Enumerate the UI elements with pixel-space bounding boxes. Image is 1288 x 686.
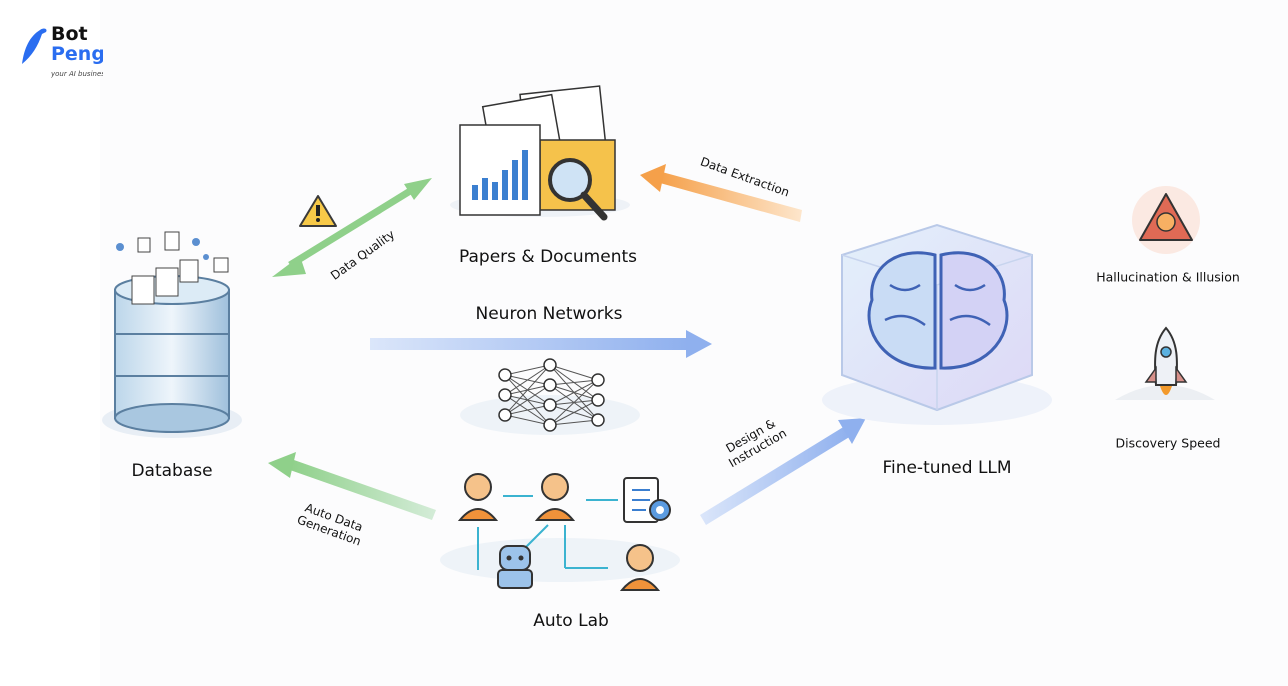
checklist-gear-icon <box>623 477 671 523</box>
person-icon <box>534 473 576 521</box>
arrow-design-instruction <box>700 418 866 525</box>
node-label-database: Database <box>131 461 213 481</box>
arrow-auto-data-generation <box>268 452 436 520</box>
node-label-neuron-networks: Neuron Networks <box>475 304 623 324</box>
documents-icon <box>450 85 630 221</box>
nn-node <box>543 358 557 372</box>
nn-edge <box>504 384 551 416</box>
nn-node <box>543 398 557 412</box>
outcome-label-hallucination: Hallucination & Illusion <box>1096 269 1240 285</box>
warning-icon <box>299 195 337 227</box>
nn-node <box>591 393 605 407</box>
database-icon <box>102 231 242 438</box>
nn-edge <box>549 399 599 426</box>
botpenguin-logo: Bot Peng your AI busines <box>18 24 103 78</box>
nn-edge <box>504 404 551 416</box>
nn-node <box>498 408 512 422</box>
hallucination-warning-icon <box>1132 186 1200 254</box>
logo-text-brand: Peng <box>51 44 103 64</box>
nn-node <box>498 388 512 402</box>
logo-text: Bot <box>51 23 88 45</box>
nn-edge <box>549 364 599 381</box>
nn-node <box>498 368 512 382</box>
nn-edge <box>549 379 599 386</box>
logo-tagline: your AI busines <box>51 70 103 78</box>
magnifier-icon <box>548 158 608 221</box>
arrow-data-extraction <box>640 164 802 222</box>
nn-node <box>591 413 605 427</box>
nn-edge <box>549 379 599 426</box>
nn-edge <box>504 364 551 416</box>
person-icon <box>457 473 499 521</box>
arrow-data-quality <box>272 178 432 277</box>
node-label-papers: Papers & Documents <box>459 247 637 267</box>
penguin-logo-icon <box>22 28 47 64</box>
nn-node <box>543 378 557 392</box>
auto-lab-icon <box>440 473 680 591</box>
brain-cube-icon <box>822 223 1052 425</box>
nn-edge <box>504 414 551 426</box>
nn-edge <box>549 419 599 426</box>
node-label-auto-lab: Auto Lab <box>533 611 609 631</box>
arrow-neuron-networks <box>370 330 712 358</box>
outcome-label-discovery-speed: Discovery Speed <box>1115 435 1221 451</box>
robot-icon <box>497 545 533 589</box>
nn-edge <box>549 379 599 406</box>
nn-edge <box>504 364 551 376</box>
nn-node <box>591 373 605 387</box>
person-icon <box>619 544 661 591</box>
nn-edge <box>504 364 551 396</box>
nn-node <box>543 418 557 432</box>
rocket-icon <box>1115 326 1215 400</box>
node-label-llm: Fine-tuned LLM <box>882 458 1012 478</box>
neural-network-icon <box>460 358 640 435</box>
